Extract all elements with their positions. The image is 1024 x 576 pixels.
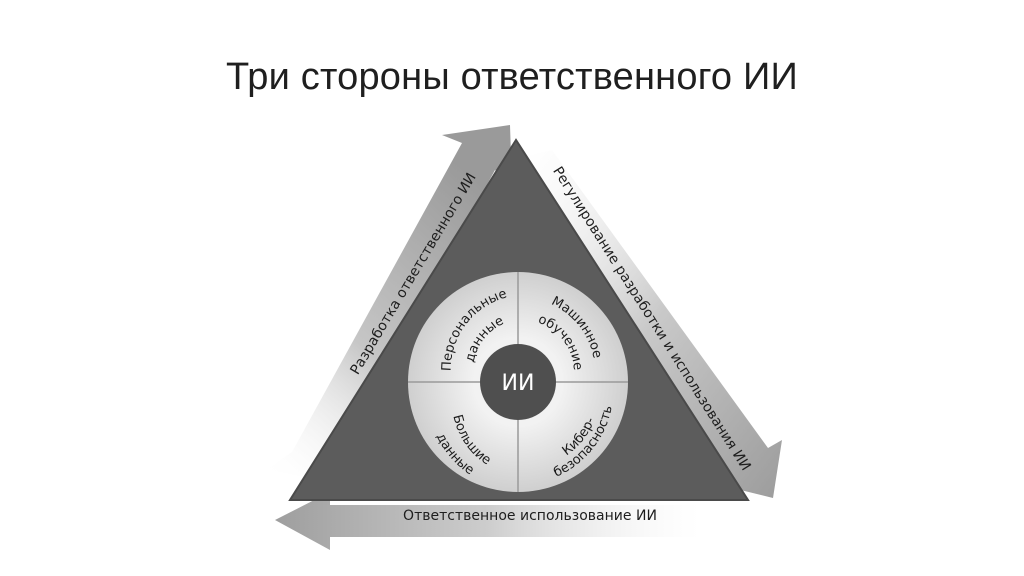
bottom-arrow-label: Ответственное использование ИИ — [403, 508, 657, 524]
left-arrow — [266, 125, 512, 480]
wheel-center — [480, 344, 556, 420]
right-arrow — [520, 150, 782, 498]
bottom-arrow — [275, 492, 700, 550]
center-label: ИИ — [502, 371, 535, 396]
slide-title: Три стороны ответственного ИИ — [225, 56, 799, 98]
